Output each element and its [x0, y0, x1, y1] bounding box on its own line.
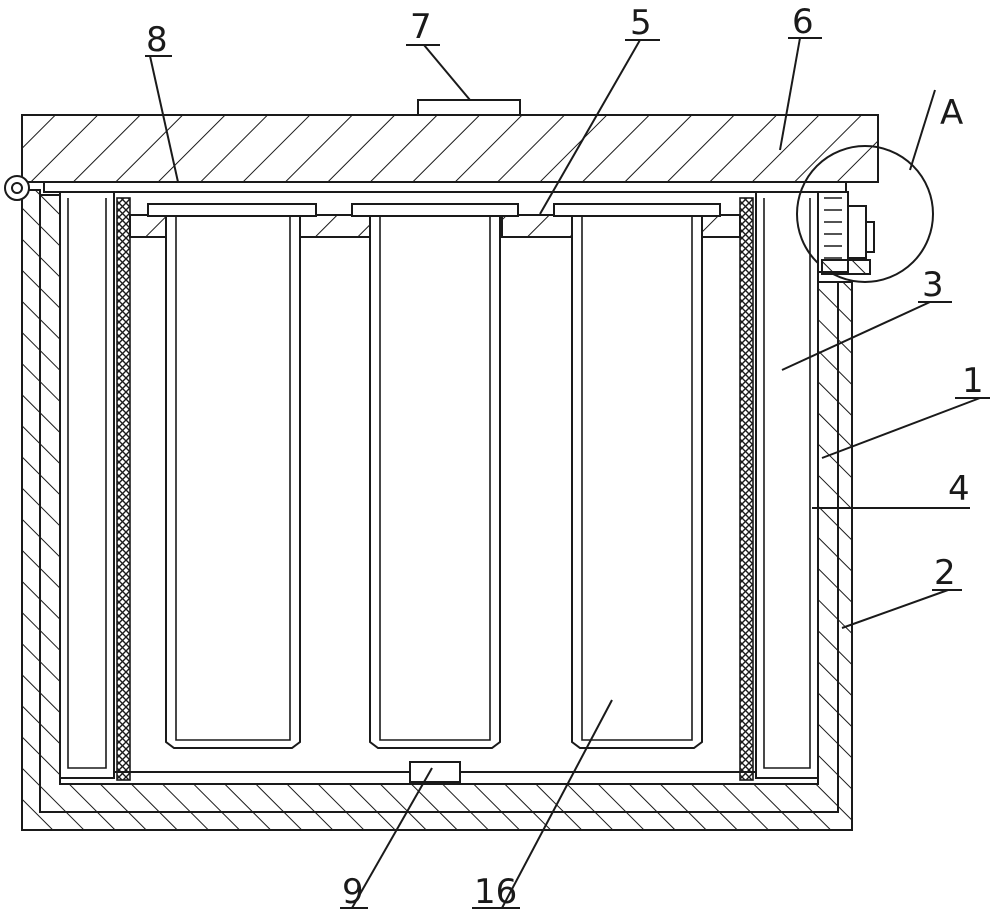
callout-16: 16 [474, 872, 517, 912]
callout-7: 7 [410, 7, 432, 47]
container-2 [351, 203, 519, 749]
lid-knob [417, 99, 521, 116]
detail-a [796, 145, 934, 283]
cover-plate [43, 181, 847, 193]
container-3 [553, 203, 721, 749]
callout-1: 1 [962, 361, 984, 401]
callout-5: 5 [630, 3, 652, 43]
callout-a: A [940, 93, 963, 133]
right-insulation [739, 197, 754, 781]
container-1 [147, 203, 317, 749]
lid [21, 114, 879, 183]
callout-6: 6 [792, 2, 814, 42]
leader-lines [145, 37, 990, 909]
left-insulation [116, 197, 131, 781]
left-channel [59, 191, 115, 779]
callout-4: 4 [948, 469, 970, 509]
right-channel [755, 191, 819, 779]
drain-fitting [409, 761, 461, 783]
hinge [4, 175, 30, 201]
callout-3: 3 [922, 265, 944, 305]
callout-8: 8 [146, 20, 168, 60]
callout-9: 9 [342, 872, 364, 912]
callout-2: 2 [934, 553, 956, 593]
